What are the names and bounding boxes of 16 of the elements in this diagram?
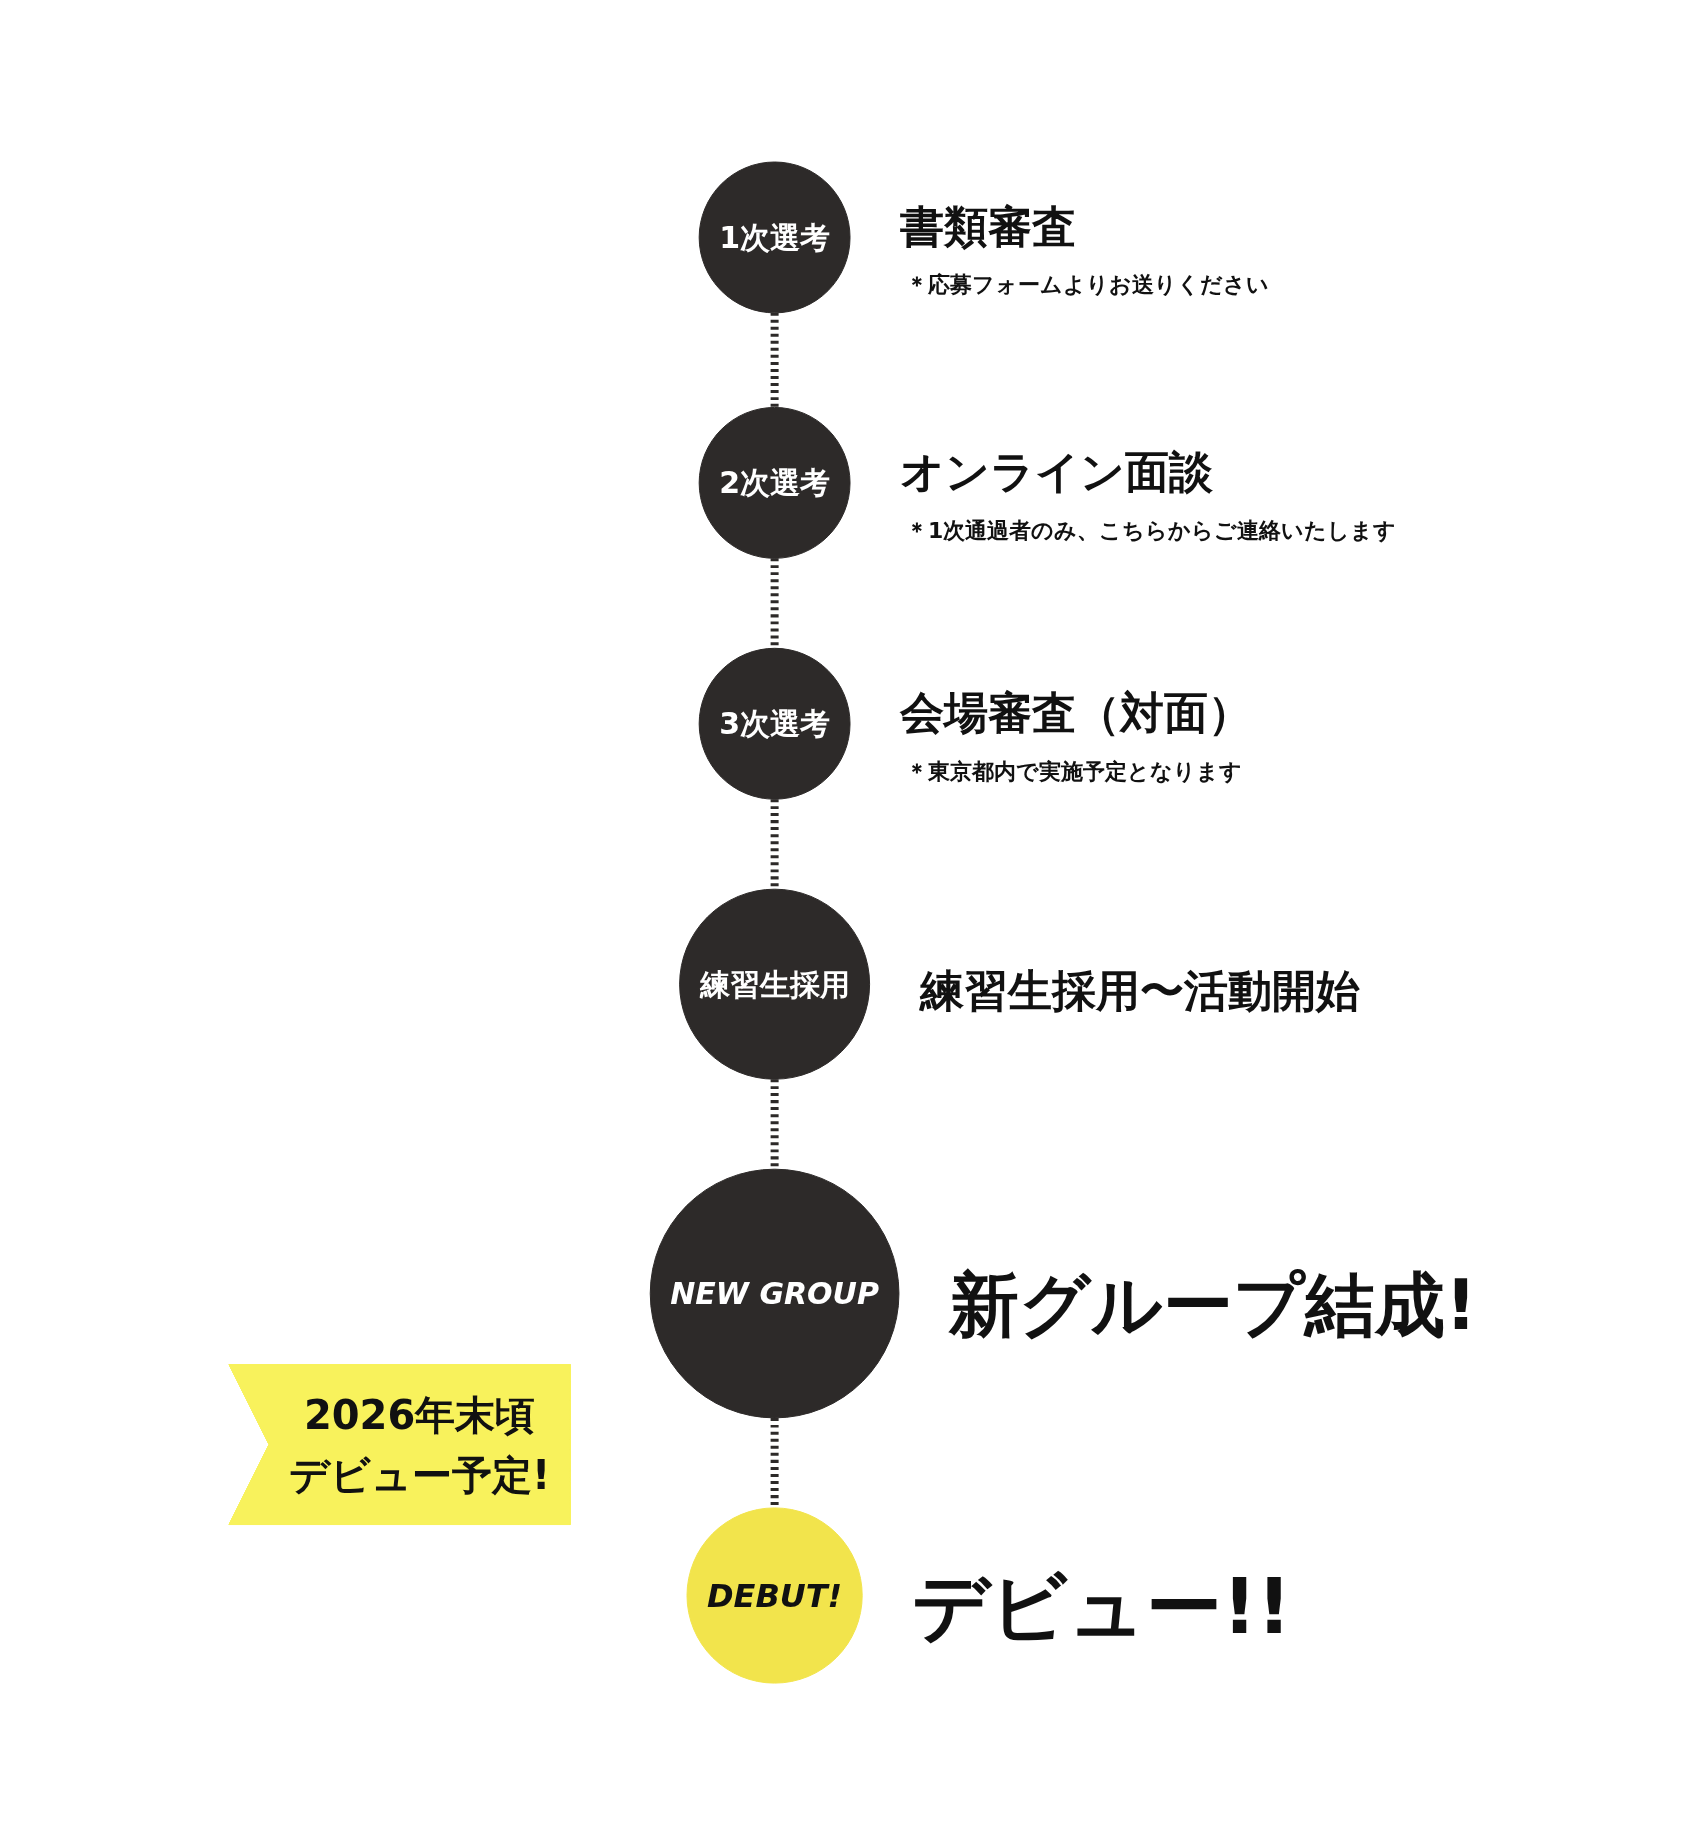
node-circle: DEBUT!: [686, 1507, 864, 1685]
step-heading: 会場審査（対面）: [900, 687, 1253, 739]
node-circle: 2次選考: [699, 407, 851, 560]
connector: [771, 313, 780, 408]
step-note: ＊1次通過者のみ、こちらからご連絡いたします: [906, 518, 1397, 544]
node-circle: 練習生採用: [679, 889, 871, 1081]
step-heading: デビュー!!: [912, 1562, 1292, 1652]
node-circle: 3次選考: [699, 648, 851, 801]
node-circle: 1次選考: [699, 161, 851, 314]
step-note: ＊応募フォームよりお送りください: [906, 272, 1270, 298]
step-heading: オンライン面談: [900, 446, 1214, 498]
step-heading: 練習生採用〜活動開始: [920, 965, 1361, 1017]
step-note: ＊東京都内で実施予定となります: [906, 759, 1243, 785]
node-circle: NEW GROUP: [650, 1169, 900, 1419]
step-heading: 新グループ結成!: [949, 1263, 1478, 1346]
step-heading: 書類審査: [900, 201, 1077, 253]
